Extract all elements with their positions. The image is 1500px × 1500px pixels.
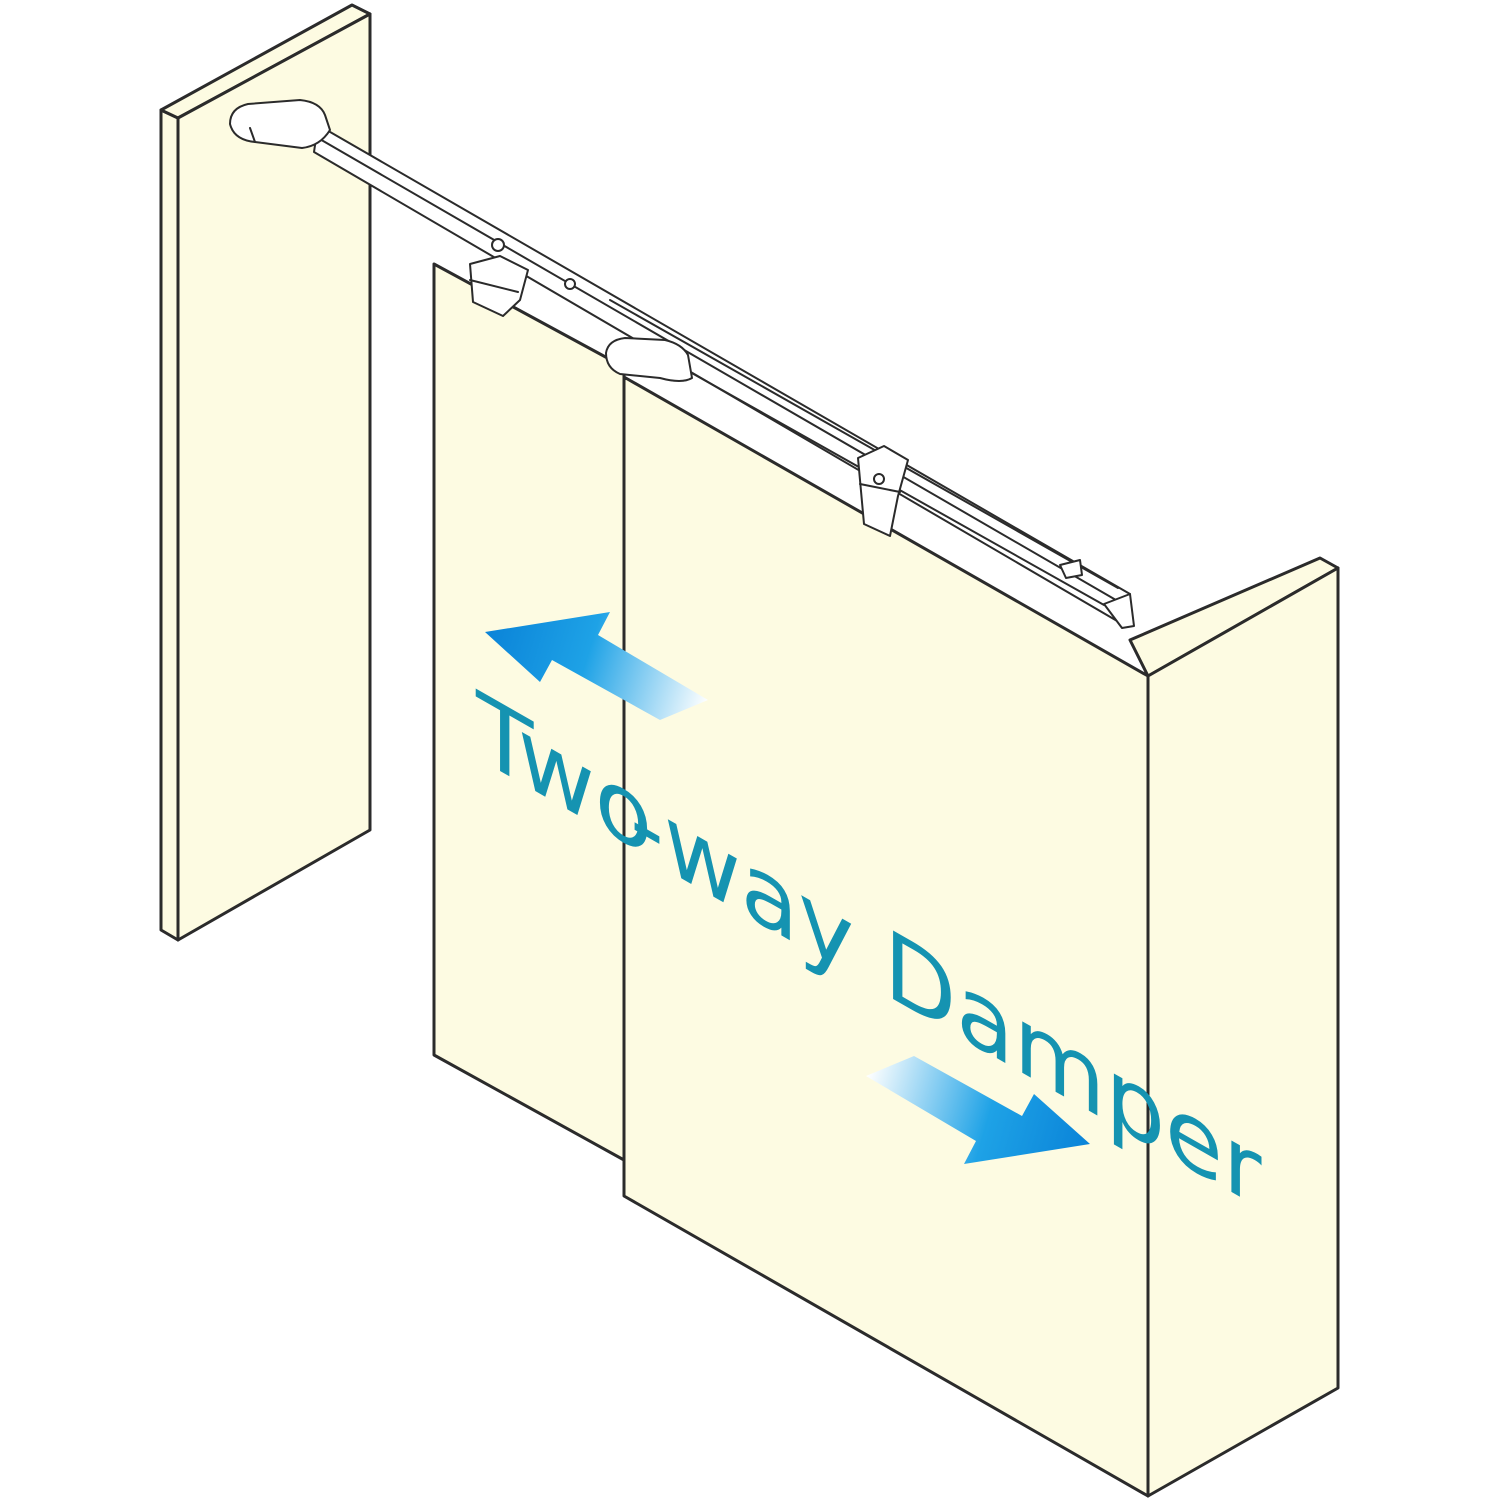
rear-door-hanger bbox=[469, 255, 529, 317]
front-door-hanger bbox=[857, 445, 909, 537]
arrow-right-icon bbox=[866, 1056, 1090, 1164]
front-damper-catch bbox=[605, 337, 693, 382]
right-side-panel bbox=[1128, 556, 1340, 1498]
arrow-left-icon bbox=[485, 612, 708, 720]
top-track-rail bbox=[229, 99, 1135, 629]
left-wall-panel bbox=[159, 3, 372, 942]
front-sliding-door bbox=[622, 375, 1150, 1498]
left-damper-bracket bbox=[229, 99, 331, 149]
